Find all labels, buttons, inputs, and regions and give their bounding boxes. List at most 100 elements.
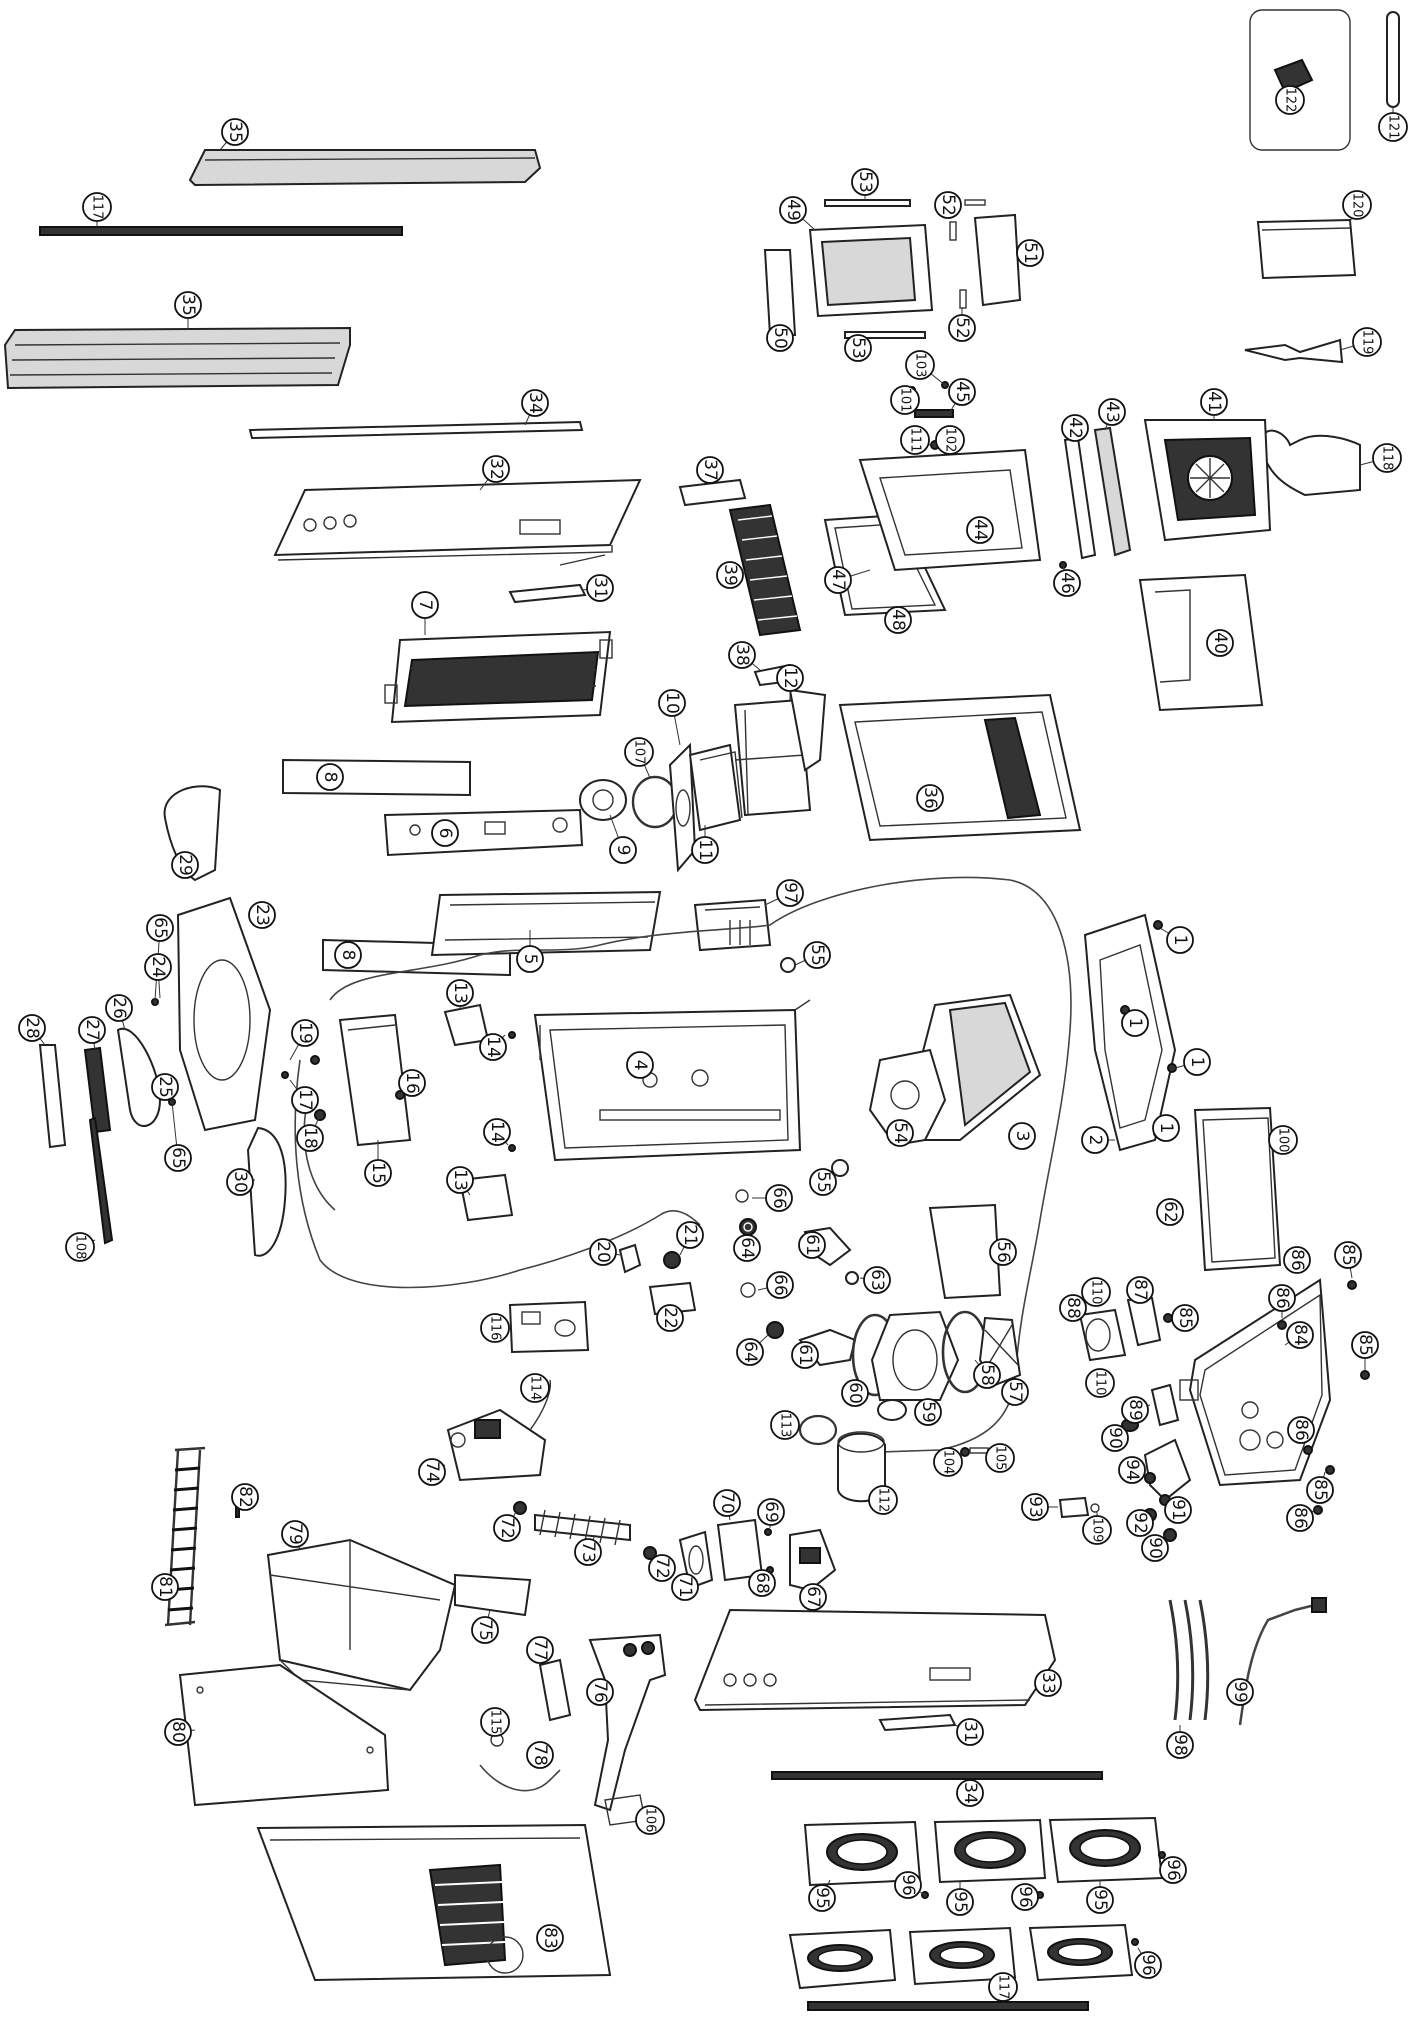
callout-circle [1118,1456,1146,1484]
part-31-bracket [508,583,587,604]
callout-circle [248,901,276,929]
callout-label: 102 [943,428,958,453]
callout-circle [174,291,202,319]
callout-14: 14 [479,1033,507,1061]
callout-circle [231,1483,259,1511]
callout-circle [799,1583,827,1611]
callout-circle [526,1741,554,1769]
callout-circle [1152,1114,1180,1142]
part-120-box [1256,218,1357,280]
callout-label: 75 [475,1619,495,1641]
part-80-side-panel [178,1663,390,1807]
callout-circle [776,664,804,692]
callout-circle [1164,1496,1192,1524]
callout-circle [1081,1277,1111,1307]
callout-circle [574,1538,602,1566]
callout-107: 107 [624,737,654,779]
callout-21: 21 [676,1221,704,1256]
part-116-plate [508,1300,590,1354]
callout-circle [1082,1515,1112,1545]
callout-circle [948,378,976,406]
callout-76: 76 [586,1678,614,1706]
callout-52: 52 [948,308,976,342]
callout-86: 86 [1283,1246,1311,1274]
callout-circle [221,118,249,146]
callout-circle [1200,388,1228,416]
callout-label: 16 [402,1072,422,1094]
callout-90: 90 [1101,1424,1129,1452]
callout-58: 58 [973,1359,1001,1389]
callout-circle [933,1447,963,1477]
callout-label: 108 [73,1235,88,1260]
part-56-rail [928,1203,1002,1300]
callout-circle [1206,629,1234,657]
callout-48: 48 [884,606,912,634]
callout-circle [1287,1416,1315,1444]
callout-label: 116 [488,1316,503,1341]
callout-8: 8 [316,763,344,791]
callout-label: 29 [175,854,195,876]
callout-circle [696,456,724,484]
callout-circle [1053,569,1081,597]
callout-33: 33 [1034,1669,1062,1697]
callout-circle [144,953,172,981]
callout-label: 106 [643,1808,658,1833]
callout-circle [779,196,807,224]
callout-93: 93 [1021,1493,1058,1521]
callout-circle [1061,414,1089,442]
callout-circle [648,1554,676,1582]
part-93-fitting [1058,1496,1090,1519]
callout-circle [824,566,852,594]
callout-circle [296,1124,324,1152]
callout-circle [226,1168,254,1196]
callout-label: 34 [960,1782,980,1804]
callout-45: 45 [948,378,976,413]
callout-circle [1286,1321,1314,1349]
callout-label: 73 [578,1541,598,1563]
callout-circle [886,1119,914,1147]
callout-circle [1059,1294,1087,1322]
callout-circle [1159,1856,1187,1884]
callout-circle [411,591,439,619]
callout-90: 90 [1141,1534,1169,1562]
callout-circle [364,1159,392,1187]
callout-circle [1378,112,1408,142]
callout-label: 95 [1090,1889,1110,1911]
callout-circle [446,979,474,1007]
callout-label: 85 [1310,1479,1330,1501]
callout-circle [676,1221,704,1249]
callout-circle [1166,926,1194,954]
callout-18: 18 [296,1114,324,1152]
callout-circle [1121,1396,1149,1424]
callout-label: 90 [1145,1537,1165,1559]
callout-label: 15 [368,1162,388,1184]
callout-73: 73 [574,1534,602,1566]
part-shapes [3,9,1400,2011]
callout-122: 122 [1275,85,1305,115]
callout-circle [956,1718,984,1746]
callout-circle [626,1051,654,1079]
callout-label: 37 [700,459,720,481]
callout-label: 100 [1276,1128,1291,1153]
callout-95: 95 [946,1882,974,1916]
part-77-tube [538,1658,572,1722]
callout-label: 83 [540,1927,560,1949]
callout-circle [989,1238,1017,1266]
callout-circle [493,1514,521,1542]
callout-label: 86 [1287,1249,1307,1271]
callout-circle [809,1168,837,1196]
callout-82: 82 [231,1483,259,1511]
callout-label: 65 [150,917,170,939]
callout-109: 109 [1082,1512,1112,1545]
part-27-bracket [83,1046,112,1134]
callout-label: 85 [1338,1244,1358,1266]
callout-label: 92 [1130,1512,1150,1534]
callout-29: 29 [171,851,199,879]
callout-circle [78,1016,106,1044]
callout-label: 86 [1291,1419,1311,1441]
callout-label: 84 [1290,1324,1310,1346]
callout-112: 112 [868,1485,898,1515]
callout-label: 97 [780,882,800,904]
part-98-rods [1168,1599,1210,1721]
